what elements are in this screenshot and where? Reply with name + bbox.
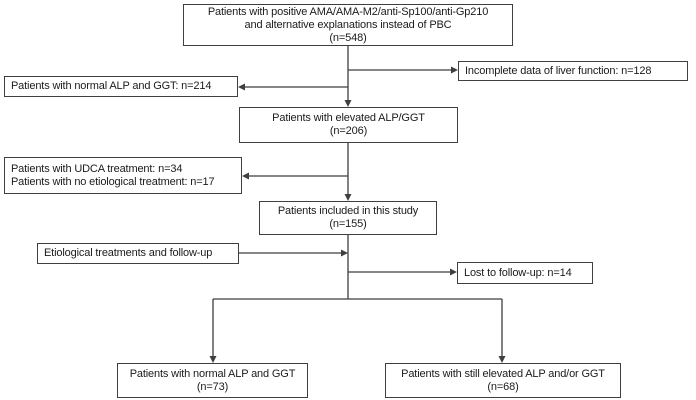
flow-box-elevated-alp-ggt: Patients with elevated ALP/GGT (n=206) [239,107,458,143]
flow-box-lost-followup: Lost to follow-up: n=14 [457,262,593,284]
connector-etiological-to-main [239,249,348,257]
box-text-line: and alternative explanations instead of … [244,18,452,31]
box-text-line: Patients with normal ALP and GGT [129,367,296,380]
flow-box-outcome-elevated: Patients with still elevated ALP and/or … [385,363,621,398]
flow-box-normal-alp-excluded: Patients with normal ALP and GGT: n=214 [4,76,238,97]
box-text-line: (n=206) [329,125,368,137]
arrowhead-down-icon [209,356,217,363]
connector-to-outcome-normal [209,299,217,363]
flow-box-etiological-followup: Etiological treatments and follow-up [37,243,239,264]
box-text-line: Etiological treatments and follow-up [44,247,213,259]
connector-initial-to-elevated [344,46,352,107]
connector-to-lost-followup [348,268,457,276]
arrowhead-down-icon [498,356,506,363]
arrowhead-right-icon [451,66,458,74]
connector-to-treatment-excluded [242,172,348,180]
flow-box-incomplete-data: Incomplete data of liver function: n=128 [458,61,688,81]
box-text-line: (n=548) [329,31,367,44]
connector-to-normal-alp-excluded [238,83,348,91]
arrowhead-left-icon [242,172,249,180]
flow-box-initial-cohort: Patients with positive AMA/AMA-M2/anti-S… [183,4,513,46]
arrowhead-down-icon [344,100,352,107]
connector-to-outcome-elevated [498,299,506,363]
box-text-line: (n=73) [196,380,229,393]
flow-box-included: Patients included in this study (n=155) [259,201,437,235]
box-text-line: Lost to follow-up: n=14 [464,266,572,279]
arrowhead-down-icon [344,194,352,201]
box-text-line: Patients with positive AMA/AMA-M2/anti-S… [207,5,489,18]
box-text-line: Patients with still elevated ALP and/or … [401,367,605,380]
arrowhead-left-icon [238,83,245,91]
box-text-line: Patients with UDCA treatment: n=34 [11,162,183,175]
box-text-line: (n=68) [487,380,519,393]
box-text-line: Incomplete data of liver function: n=128 [465,64,652,77]
box-text-line: (n=155) [329,218,367,230]
box-text-line: Patients with elevated ALP/GGT [272,112,425,124]
flow-box-outcome-normal: Patients with normal ALP and GGT (n=73) [117,363,308,398]
box-text-line: Patients included in this study [277,205,419,217]
connector-to-incomplete-data [348,66,458,74]
box-text-line: Patients with no etiological treatment: … [11,175,215,188]
connector-elevated-to-included [344,143,352,201]
flow-box-treatment-excluded: Patients with UDCA treatment: n=34 Patie… [4,157,242,194]
arrowhead-right-icon [341,249,348,257]
arrowhead-right-icon [450,268,457,276]
box-text-line: Patients with normal ALP and GGT: n=214 [11,80,212,92]
